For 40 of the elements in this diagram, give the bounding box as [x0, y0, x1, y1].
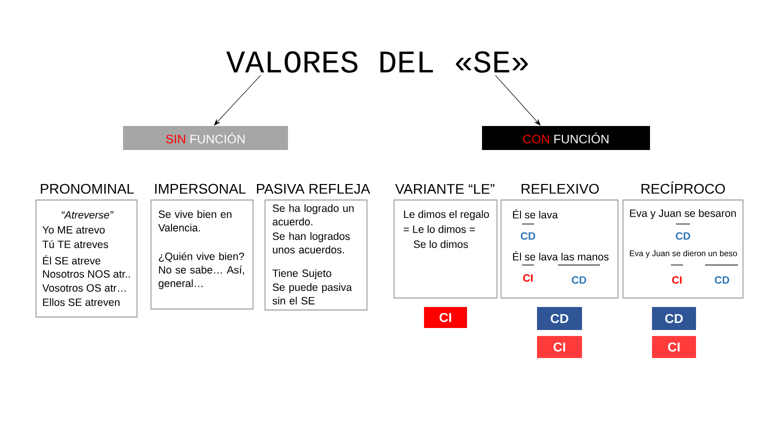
- function-tag: CD: [652, 307, 696, 330]
- function-label: CI: [523, 274, 533, 282]
- example-text: Él se lava las manos: [513, 251, 609, 260]
- column-heading: PASIVA REFLEJA: [257, 184, 370, 194]
- example-text: ¿Quién vive bien? No se sabe… Así, general…: [158, 252, 244, 290]
- example-text: = Le lo dimos =: [404, 225, 475, 233]
- example-text: Yo ME atrevo: [42, 226, 105, 234]
- example-text: Se han logrados unos acuerdos.: [272, 232, 350, 254]
- function-label: CD: [714, 276, 730, 284]
- example-text: Nosotros NOS atr..: [43, 270, 130, 278]
- example-text: Él se lava: [513, 209, 558, 218]
- example-text: Se puede pasiva sin el SE: [272, 283, 352, 304]
- function-tag: CD: [537, 307, 582, 330]
- column-heading: PRONOMINAL: [40, 184, 134, 194]
- example-text: Se lo dimos: [414, 240, 468, 248]
- function-tag: CI: [537, 336, 582, 358]
- example-text: Le dimos el regalo: [404, 210, 489, 220]
- title: VALORES DEL «SE»: [226, 51, 528, 73]
- function-tag: CI: [652, 336, 696, 358]
- example-text: Se ha logrado un acuerdo.: [272, 204, 354, 226]
- function-label: CD: [676, 232, 690, 240]
- example-text: Él SE atreve: [43, 255, 100, 264]
- example-text: “Atreverse”: [62, 211, 114, 219]
- example-text: Eva y Juan se besaron: [630, 209, 736, 220]
- example-text: Tiene Sujeto: [272, 269, 332, 280]
- column-heading: REFLEXIVO: [522, 184, 599, 194]
- example-text: Se vive bien en Valencia.: [158, 210, 232, 232]
- function-tag: CI: [424, 307, 467, 328]
- function-label: CI: [672, 276, 682, 284]
- example-text: Ellos SE atreven: [43, 298, 120, 306]
- column-heading: RECÍPROCO: [642, 181, 725, 194]
- example-text: Tú TE atreves: [42, 240, 108, 248]
- example-text: Eva y Juan se dieron un beso: [630, 250, 737, 258]
- example-text: Vosotros OS atr…: [42, 284, 126, 292]
- function-label: CD: [520, 232, 536, 240]
- column-heading: VARIANTE “LE”: [395, 184, 494, 194]
- function-label: CD: [572, 276, 586, 284]
- column-heading: IMPERSONAL: [155, 184, 246, 194]
- category-band: SIN FUNCIÓN: [123, 126, 288, 150]
- category-band: CON FUNCIÓN: [482, 126, 650, 150]
